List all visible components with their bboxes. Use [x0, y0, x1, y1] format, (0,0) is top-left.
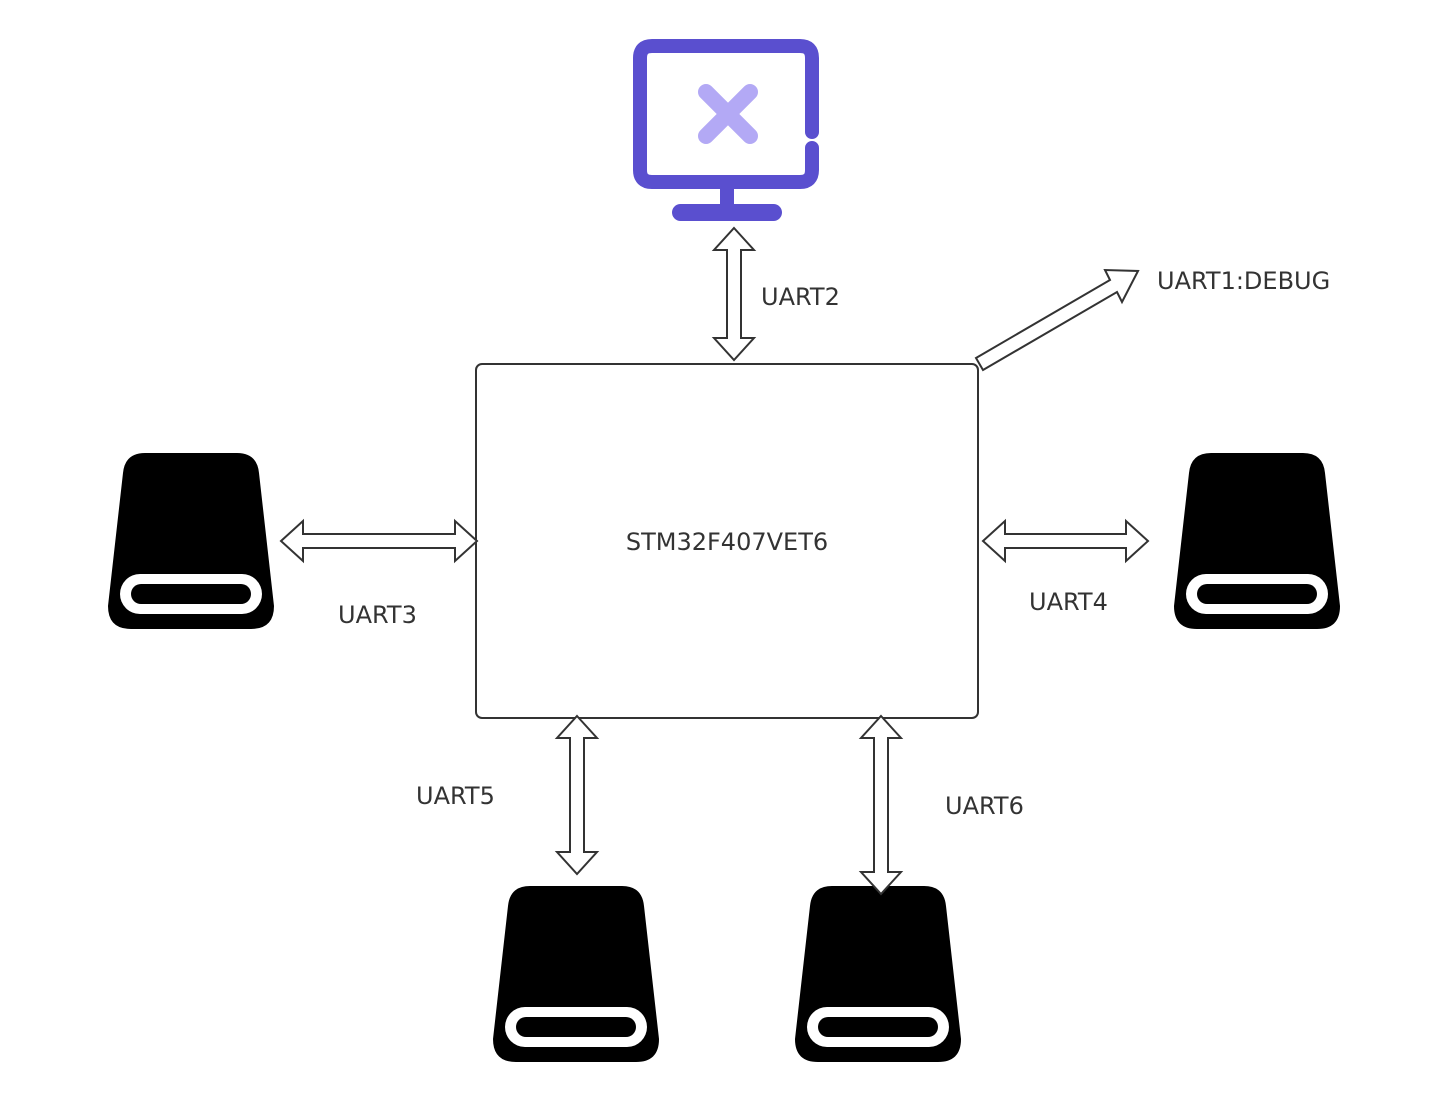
uart4-arrow: [981, 518, 1150, 564]
uart5-label: UART5: [416, 782, 495, 810]
uart6-label: UART6: [945, 792, 1024, 820]
mcu-block: STM32F407VET6: [475, 363, 979, 719]
uart3-arrow: [279, 518, 479, 564]
uart3-label: UART3: [338, 601, 417, 629]
drive-icon-bottom-right: [795, 886, 961, 1062]
uart1-debug-arrow: [974, 268, 1140, 372]
uart6-arrow: [858, 714, 904, 896]
uart2-label: UART2: [761, 283, 840, 311]
monitor-error-icon: [633, 39, 819, 221]
uart5-arrow: [554, 714, 600, 876]
uart4-label: UART4: [1029, 588, 1108, 616]
drive-icon-bottom-left: [493, 886, 659, 1062]
drive-icon-right: [1174, 453, 1340, 629]
drive-icon-left: [108, 453, 274, 629]
uart1-label: UART1:DEBUG: [1157, 267, 1330, 295]
mcu-label: STM32F407VET6: [626, 528, 828, 556]
uart2-arrow: [711, 226, 757, 362]
